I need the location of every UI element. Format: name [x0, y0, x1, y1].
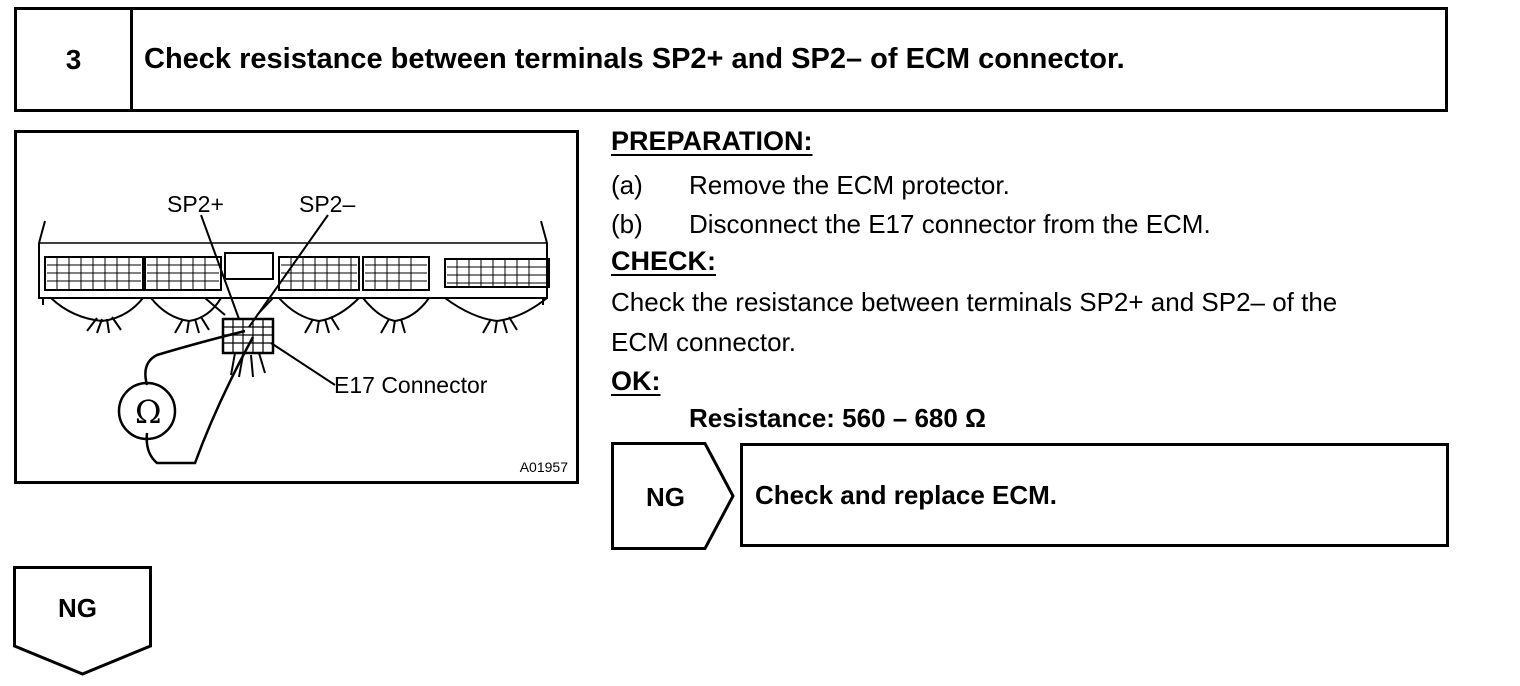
label-sp2-plus: SP2+ — [167, 191, 224, 217]
check-heading: CHECK: — [611, 246, 716, 276]
ng-label-bottom: NG — [58, 593, 97, 623]
step-number: 3 — [17, 10, 133, 109]
prep-item-a: Remove the ECM protector. — [689, 170, 1010, 200]
prep-marker-b: (b) — [611, 209, 643, 239]
label-e17-connector: E17 Connector — [334, 372, 488, 398]
ng-arrow-shape-right — [611, 442, 735, 550]
prep-marker-a: (a) — [611, 170, 643, 200]
figure-id: A01957 — [519, 459, 568, 475]
step-title: Check resistance between terminals SP2+ … — [144, 43, 1125, 75]
ok-heading: OK: — [611, 366, 661, 396]
step-header: 3 Check resistance between terminals SP2… — [14, 7, 1448, 112]
check-line-2: ECM connector. — [611, 327, 796, 357]
ng-action-text: Check and replace ECM. — [755, 479, 1057, 510]
ng-arrow-shape-bottom — [13, 566, 152, 676]
ohm-icon: Ω — [135, 393, 162, 431]
prep-item-b: Disconnect the E17 connector from the EC… — [689, 209, 1211, 239]
preparation-heading: PREPARATION: — [611, 126, 813, 156]
ng-action-box: Check and replace ECM. — [740, 443, 1449, 547]
ecm-connector-diagram — [38, 214, 550, 465]
wiring-figure: SP2+ SP2– E17 Connector Ω A01957 — [14, 130, 579, 484]
check-line-1: Check the resistance between terminals S… — [611, 287, 1338, 317]
label-sp2-minus: SP2– — [299, 191, 356, 217]
ok-resistance-spec: Resistance: 560 – 680 Ω — [689, 403, 986, 433]
ng-label-right: NG — [646, 482, 685, 512]
